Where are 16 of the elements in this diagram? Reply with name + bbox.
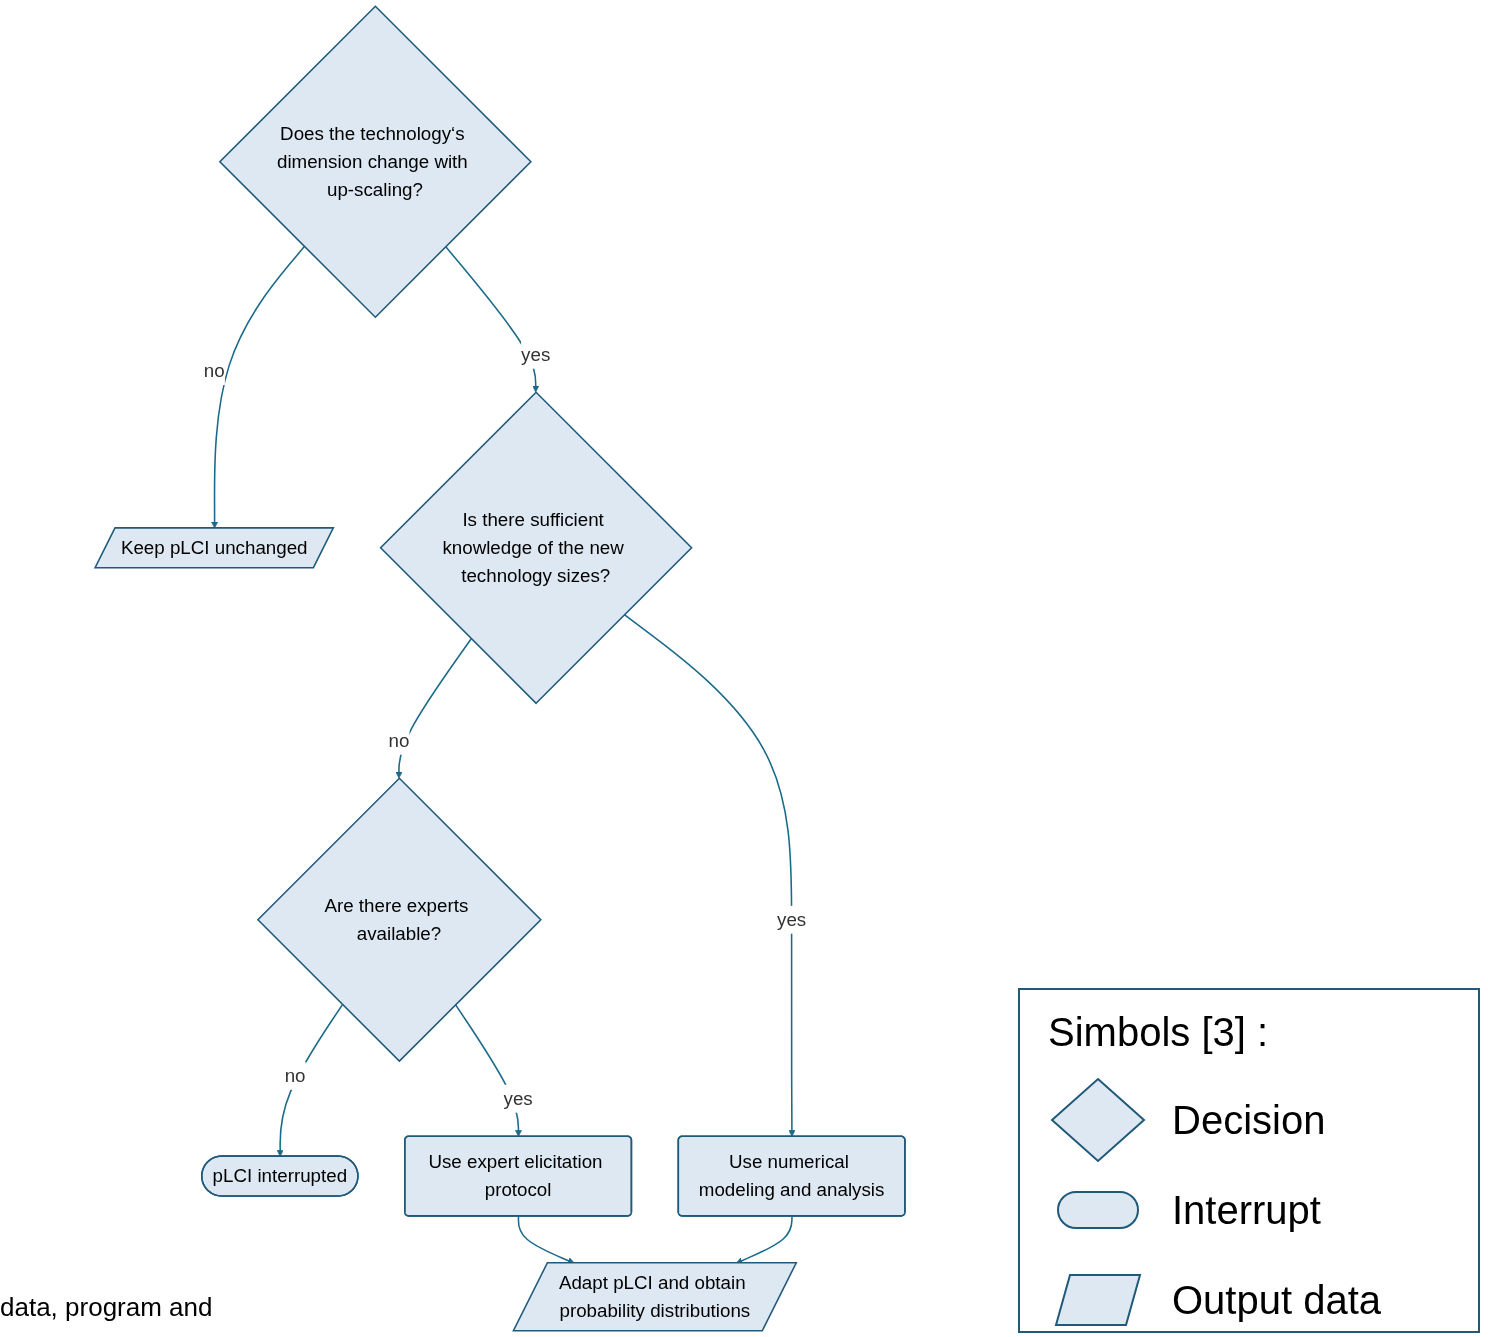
edge-label: yes	[521, 343, 551, 365]
legend-label: Interrupt	[1172, 1187, 1321, 1233]
arrow	[276, 1003, 344, 1157]
arrow	[623, 613, 796, 1137]
edge-label: no	[284, 1064, 306, 1086]
edge-label: yes	[503, 1087, 533, 1109]
footnote-text: data, program and	[0, 1292, 213, 1323]
legend-title: Simbols [3] :	[1048, 1010, 1270, 1055]
legend-label: Output data	[1172, 1277, 1382, 1323]
legend-label: Decision	[1172, 1097, 1326, 1143]
node-diamond: Are there experts available?	[256, 777, 542, 1063]
edge-label: yes	[777, 908, 807, 930]
node-diamond: Does the technology‘s dimension change with up-scaling?	[218, 5, 532, 319]
node-diamond: Is there sufficient knowledge of the new technology sizes?	[379, 391, 693, 705]
edge-label: no	[203, 360, 225, 382]
edge-label: no	[388, 729, 410, 751]
